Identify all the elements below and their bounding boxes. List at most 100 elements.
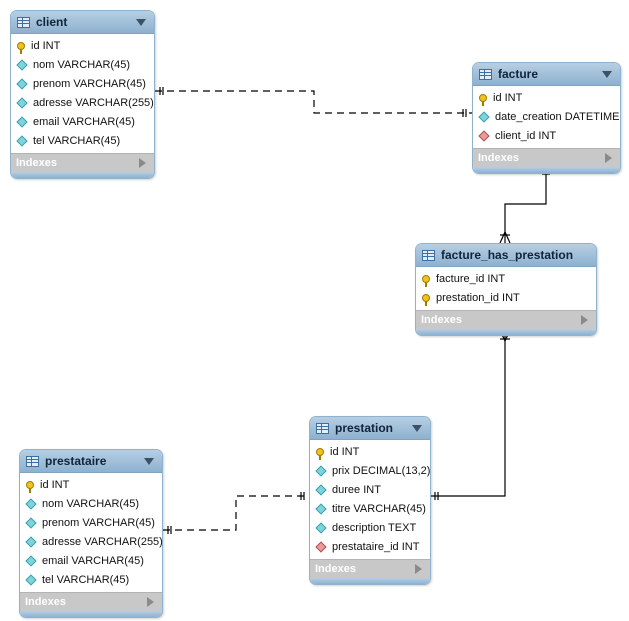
column-label: adresse VARCHAR(255) (42, 535, 163, 548)
attribute-icon (315, 521, 327, 534)
column-label: titre VARCHAR(45) (332, 502, 426, 515)
column-row[interactable]: facture_id INT (416, 269, 596, 288)
attribute-icon (16, 115, 28, 128)
column-label: id INT (40, 478, 70, 491)
table-prestataire[interactable]: prestataire id INT nom VARCHAR(45) preno… (19, 449, 163, 618)
attribute-icon (478, 110, 490, 123)
column-label: prestataire_id INT (332, 540, 420, 553)
indexes-section[interactable]: Indexes (473, 148, 620, 167)
column-label: nom VARCHAR(45) (33, 58, 130, 71)
column-row[interactable]: nom VARCHAR(45) (20, 494, 162, 513)
column-label: date_creation DATETIME (495, 110, 620, 123)
attribute-icon (16, 96, 28, 109)
table-prestation[interactable]: prestation id INT prix DECIMAL(13,2) dur… (309, 416, 431, 585)
expand-arrow-icon[interactable] (415, 564, 422, 574)
column-row[interactable]: id INT (310, 442, 430, 461)
key-icon (17, 41, 25, 54)
column-row[interactable]: tel VARCHAR(45) (11, 131, 154, 150)
table-icon (17, 16, 30, 28)
table-title: prestation (335, 421, 394, 435)
indexes-label: Indexes (25, 596, 66, 608)
column-row[interactable]: titre VARCHAR(45) (310, 499, 430, 518)
attribute-icon (16, 58, 28, 71)
collapse-arrow-icon[interactable] (136, 18, 146, 26)
expand-arrow-icon[interactable] (147, 597, 154, 607)
column-label: prix DECIMAL(13,2) (332, 464, 431, 477)
table-header[interactable]: prestataire (20, 450, 162, 473)
column-row[interactable]: prestation_id INT (416, 288, 596, 307)
indexes-section[interactable]: Indexes (416, 310, 596, 329)
column-row[interactable]: id INT (473, 88, 620, 107)
column-row[interactable]: duree INT (310, 480, 430, 499)
column-label: description TEXT (332, 521, 417, 534)
table-icon (422, 249, 435, 261)
indexes-section[interactable]: Indexes (11, 153, 154, 172)
column-label: client_id INT (495, 129, 557, 142)
table-title: facture_has_prestation (441, 248, 574, 262)
column-row[interactable]: prix DECIMAL(13,2) (310, 461, 430, 480)
column-row[interactable]: adresse VARCHAR(255) (11, 93, 154, 112)
table-header[interactable]: prestation (310, 417, 430, 440)
column-label: duree INT (332, 483, 381, 496)
attribute-icon (315, 464, 327, 477)
column-row[interactable]: nom VARCHAR(45) (11, 55, 154, 74)
relationship-prestataire-prestation (163, 495, 309, 531)
table-client[interactable]: client id INT nom VARCHAR(45) prenom VAR… (10, 10, 155, 179)
column-label: tel VARCHAR(45) (42, 573, 130, 586)
indexes-label: Indexes (421, 314, 462, 326)
table-title: facture (498, 67, 539, 81)
column-row[interactable]: description TEXT (310, 518, 430, 537)
key-icon (422, 274, 430, 287)
expand-arrow-icon[interactable] (139, 158, 146, 168)
indexes-label: Indexes (16, 157, 57, 169)
column-row[interactable]: email VARCHAR(45) (11, 112, 154, 131)
expand-arrow-icon[interactable] (581, 315, 588, 325)
table-header[interactable]: facture_has_prestation (416, 244, 596, 267)
collapse-arrow-icon[interactable] (602, 70, 612, 78)
collapse-arrow-icon[interactable] (412, 424, 422, 432)
column-row[interactable]: prenom VARCHAR(45) (11, 74, 154, 93)
attribute-icon (25, 535, 37, 548)
column-label: facture_id INT (436, 272, 506, 285)
column-label: prenom VARCHAR(45) (33, 77, 146, 90)
indexes-label: Indexes (315, 563, 356, 575)
column-label: id INT (330, 445, 360, 458)
column-row[interactable]: email VARCHAR(45) (20, 551, 162, 570)
column-row[interactable]: adresse VARCHAR(255) (20, 532, 162, 551)
column-row[interactable]: date_creation DATETIME (473, 107, 620, 126)
key-icon (422, 293, 430, 306)
indexes-section[interactable]: Indexes (310, 559, 430, 578)
column-row[interactable]: prestataire_id INT (310, 537, 430, 556)
table-header[interactable]: client (11, 11, 154, 34)
attribute-icon (16, 134, 28, 147)
relationship-prestation-facture-has-prestation (431, 330, 506, 497)
column-row[interactable]: id INT (11, 36, 154, 55)
expand-arrow-icon[interactable] (605, 153, 612, 163)
table-icon (26, 455, 39, 467)
table-title: prestataire (45, 454, 107, 468)
indexes-section[interactable]: Indexes (20, 592, 162, 611)
indexes-label: Indexes (478, 152, 519, 164)
foreign-key-icon (478, 129, 490, 142)
table-facture[interactable]: facture id INT date_creation DATETIME cl… (472, 62, 621, 174)
key-icon (316, 447, 324, 460)
column-label: adresse VARCHAR(255) (33, 96, 154, 109)
attribute-icon (25, 573, 37, 586)
attribute-icon (315, 502, 327, 515)
column-label: id INT (31, 39, 61, 52)
collapse-arrow-icon[interactable] (144, 457, 154, 465)
table-header[interactable]: facture (473, 63, 620, 86)
attribute-icon (315, 483, 327, 496)
column-row[interactable]: prenom VARCHAR(45) (20, 513, 162, 532)
relationship-facture-facture-has-prestation (504, 166, 547, 243)
key-icon (479, 93, 487, 106)
attribute-icon (25, 497, 37, 510)
column-row[interactable]: client_id INT (473, 126, 620, 145)
column-label: email VARCHAR(45) (33, 115, 135, 128)
column-row[interactable]: id INT (20, 475, 162, 494)
column-label: id INT (493, 91, 523, 104)
column-label: nom VARCHAR(45) (42, 497, 139, 510)
column-label: prenom VARCHAR(45) (42, 516, 155, 529)
column-row[interactable]: tel VARCHAR(45) (20, 570, 162, 589)
table-facture-has-prestation[interactable]: facture_has_prestation facture_id INT pr… (415, 243, 597, 336)
